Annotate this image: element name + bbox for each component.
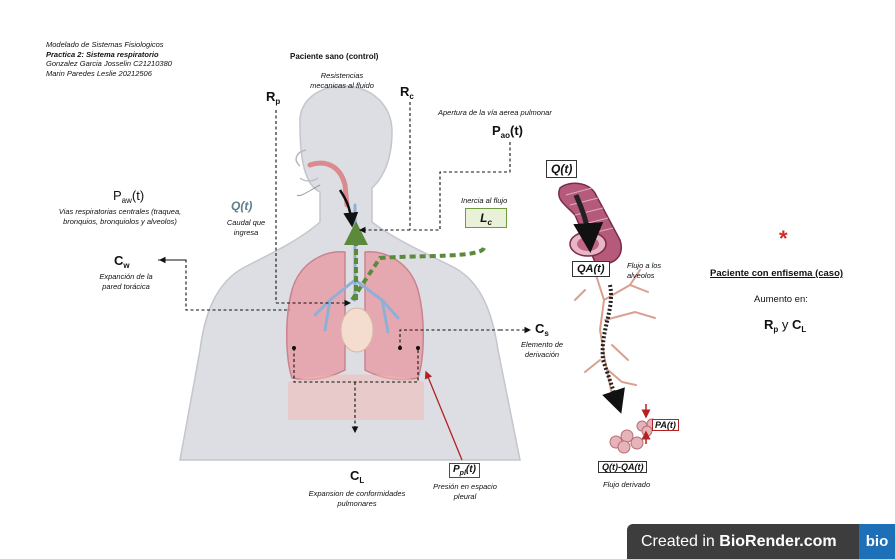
rc-main: R xyxy=(400,84,410,99)
case-c-sub: L xyxy=(801,325,807,334)
case-title: Paciente con enfisema (caso) xyxy=(710,268,844,279)
cs-sub: s xyxy=(544,329,549,338)
pat-box: PA(t) xyxy=(652,419,679,431)
paw-caption: Vias respiratorias centrales (traquea, b… xyxy=(58,207,182,226)
lc-box: Lc xyxy=(465,208,507,228)
pao-tail: (t) xyxy=(510,123,524,138)
connector-lines xyxy=(158,102,532,434)
header-line-3: Gonzalez Garcia Josselin C21210380 xyxy=(46,59,172,68)
cs-main: C xyxy=(535,321,545,336)
pao-sub: ao xyxy=(500,131,511,140)
header-line-1: Modelado de Sistemas Fisiologicos xyxy=(46,40,164,49)
pao-caption: Apertura de la vía aerea pulmonar xyxy=(438,108,552,117)
healthy-title: Paciente sano (control) xyxy=(290,52,379,61)
header-line-2: Practica 2: Sistema respiratorio xyxy=(46,49,159,59)
qdiff-box: Q(t)-QA(t) xyxy=(598,461,648,473)
paw-sub: aw xyxy=(121,196,132,205)
node-right xyxy=(416,346,420,350)
cl-caption: Expansion de conformidades pulmonares xyxy=(308,489,406,508)
derived-flow-caption: Flujo derivado xyxy=(603,480,651,489)
airway-tube-illustration xyxy=(558,182,658,454)
case-params: Rp y CL xyxy=(764,317,806,334)
inertia-green-line xyxy=(350,246,486,302)
rc-label: Rc xyxy=(400,84,414,101)
paw-main: P xyxy=(113,188,122,203)
biorender-logo-icon: bio xyxy=(859,524,895,559)
cw-main: C xyxy=(114,253,124,268)
cl-label: CL xyxy=(350,468,364,485)
pleural-pressure-arrow xyxy=(424,370,463,461)
trachea-flow-arrow xyxy=(338,189,359,228)
pao-label: Pao(t) xyxy=(492,123,523,140)
alveoli-flow-caption: Flujo a los alveolos xyxy=(627,261,662,280)
case-increase: Aumento en: xyxy=(754,294,808,305)
ppl-box: Ppl(t) xyxy=(449,463,480,478)
cw-label: Cw xyxy=(114,253,130,270)
qt-label: Q(t) xyxy=(231,199,253,213)
case-y: y xyxy=(778,317,793,332)
case-r-sub: p xyxy=(773,325,779,334)
header-line-4: Marin Paredes Leslie 20212506 xyxy=(46,68,152,78)
pao-main: P xyxy=(492,123,501,138)
footer-prefix: Created in xyxy=(641,533,720,550)
lungs-illustration xyxy=(286,203,424,420)
resistances-caption: Resistencias mecanicas al fluido xyxy=(310,71,374,90)
qt-caption: Caudal que ingresa xyxy=(226,218,266,237)
human-body-illustration xyxy=(179,85,521,461)
ppl-tail: (t) xyxy=(465,464,476,475)
case-c: C xyxy=(792,317,802,332)
ppl-main: P xyxy=(453,464,460,475)
biorender-text: Created in BioRender.com xyxy=(641,533,837,551)
rp-main: R xyxy=(266,89,276,104)
cw-sub: w xyxy=(123,261,130,270)
cl-main: C xyxy=(350,468,360,483)
ppl-sub: pl xyxy=(459,470,466,477)
cs-caption: Elemento de derivación xyxy=(520,340,564,359)
inertia-caption: Inercia al flujo xyxy=(461,196,508,205)
lc-main: L xyxy=(480,211,488,225)
header-block: Modelado de Sistemas Fisiologicos Practi… xyxy=(46,40,206,78)
case-star-icon: * xyxy=(779,226,788,251)
case-r: R xyxy=(764,317,774,332)
lc-sub: c xyxy=(487,218,492,227)
airway-qt-box: Q(t) xyxy=(546,160,578,178)
ppl-caption: Presión en espacio pleural xyxy=(433,482,497,501)
node-left xyxy=(292,346,296,350)
cw-caption: Expanción de la pared torácica xyxy=(99,272,153,291)
rp-label: Rp xyxy=(266,89,280,106)
biorender-badge[interactable]: Created in BioRender.com bio xyxy=(627,524,895,559)
node-mid xyxy=(398,346,402,350)
footer-brand: BioRender.com xyxy=(719,533,837,550)
rp-sub: p xyxy=(275,97,281,106)
cl-sub: L xyxy=(359,476,365,485)
qt-leader-line xyxy=(296,184,321,197)
airway-qat-box: QA(t) xyxy=(572,261,610,277)
paw-label: Paw(t) xyxy=(113,188,144,205)
rc-sub: c xyxy=(409,92,414,101)
cs-label: Cs xyxy=(535,321,549,338)
paw-tail: (t) xyxy=(131,188,145,203)
